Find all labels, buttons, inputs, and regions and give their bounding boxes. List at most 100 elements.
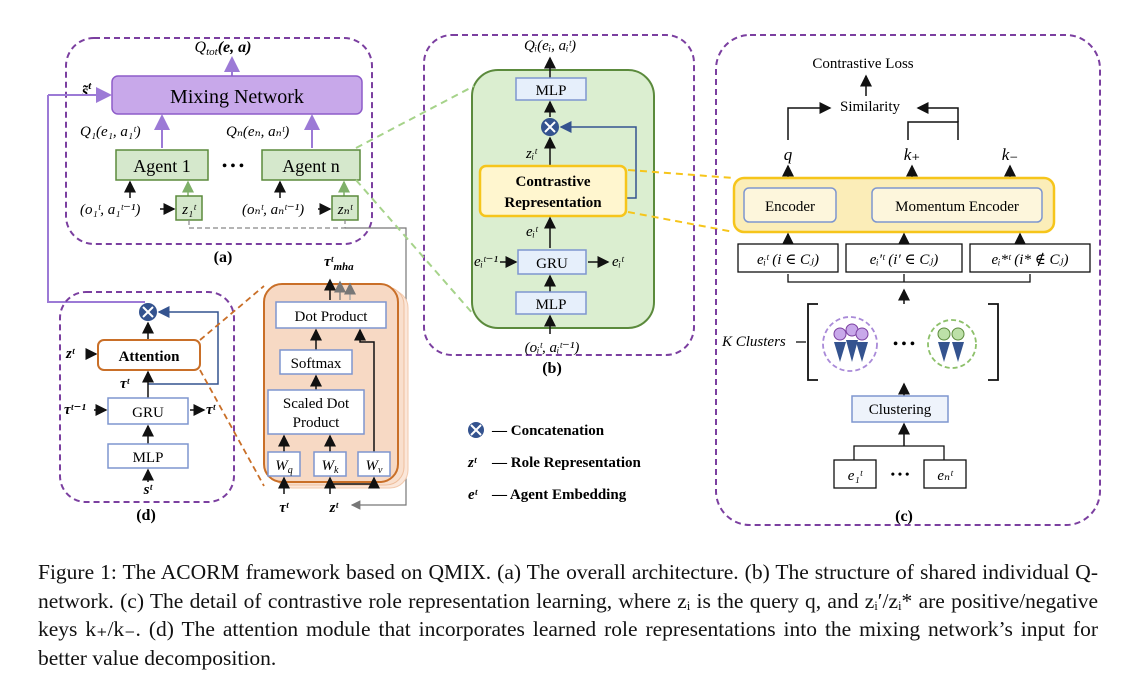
sample-box-2: [969, 243, 1091, 273]
cluster-purple: [822, 316, 878, 372]
clustering-box: [851, 395, 949, 423]
b-mlp-bottom: [515, 291, 587, 315]
wk-box: [313, 451, 347, 477]
agent-1-box: [115, 149, 209, 181]
clustering-label: Clustering: [869, 402, 932, 418]
panel-c: Contrastive Loss Similarity q k₊ k₋ Enco…: [715, 34, 1101, 526]
wq-box: [267, 451, 301, 477]
zn-box: [331, 195, 359, 221]
wk-label: Wk: [322, 458, 340, 476]
scaled-line-1: Scaled Dot: [283, 396, 350, 412]
b-mlp-bottom-label: MLP: [536, 297, 567, 313]
z-in-label: zᵗ: [329, 500, 340, 516]
contrastive-box: [478, 164, 628, 218]
en-label: eₙᵗ: [937, 468, 954, 484]
b-gru-label: GRU: [536, 256, 568, 272]
encoder-box: [743, 187, 837, 223]
mixing-network-box: [111, 75, 363, 115]
k-minus-label: k₋: [1002, 145, 1019, 164]
concat-icon: [541, 118, 559, 136]
d-st-label: sᵗ: [143, 482, 154, 498]
qn-label: Qₙ(eₙ, aₙᵗ): [226, 124, 289, 140]
attention-detail: τᵗmha Dot Product Softmax Scaled Dot Pro…: [263, 254, 409, 516]
d-zt-label: zᵗ: [65, 346, 76, 362]
d-tau-prev-label: τᵗ⁻¹: [64, 402, 86, 418]
softmax-label: Softmax: [291, 356, 342, 372]
b-eit-prev-label: eᵢᵗ⁻¹: [474, 254, 498, 270]
q-label: q: [784, 145, 793, 164]
contrastive-loss-label: Contrastive Loss: [812, 56, 913, 72]
state-label: s̃t: [81, 80, 92, 100]
qi-label: Qᵢ(eᵢ, aᵢᵗ): [524, 38, 576, 54]
panel-b-label: (b): [542, 360, 562, 377]
e-dots: • • •: [891, 467, 910, 481]
sample-box-0: [737, 243, 839, 273]
b-mlp-top-label: MLP: [536, 83, 567, 99]
k-clusters-label: K Clusters: [721, 334, 786, 350]
tau-mha-label: τᵗmha: [324, 254, 354, 273]
agent-ellipsis: • • •: [222, 159, 244, 174]
momentum-encoder-box: [871, 187, 1043, 223]
scaled-dot-box: [267, 389, 365, 435]
contrastive-line-2: Representation: [504, 195, 602, 211]
cluster-green: [927, 319, 977, 369]
k-plus-label: k₊: [904, 145, 921, 164]
attention-box: [97, 339, 201, 371]
legend-concat-icon: [468, 422, 484, 438]
d-gru-label: GRU: [132, 405, 164, 421]
q1-label: Q₁(e₁, a₁ᵗ): [80, 124, 141, 140]
legend: — Concatenation zᵗ — Role Representation…: [467, 422, 642, 503]
cluster-dots: • • •: [893, 337, 915, 352]
d-mlp-label: MLP: [133, 450, 164, 466]
en-box: [923, 459, 967, 489]
b-zit-label: zᵢᵗ: [525, 146, 538, 162]
similarity-label: Similarity: [840, 99, 901, 115]
sample-box-1: [845, 243, 963, 273]
b-eit-label: eᵢᵗ: [526, 224, 539, 240]
agent-1-label: Agent 1: [133, 156, 191, 176]
b-gru-box: [517, 249, 587, 275]
figure-caption: Figure 1: The ACORM framework based on Q…: [38, 558, 1098, 672]
sample-label-2: eᵢ*ᵗ (i* ∉ Cⱼ): [991, 252, 1068, 268]
panel-d-label: (d): [136, 507, 156, 524]
wq-label: Wq: [275, 458, 293, 476]
wv-box: [357, 451, 391, 477]
legend-item-0: — Concatenation: [491, 423, 605, 439]
panel-d: zᵗ Attention τᵗ τᵗ⁻¹ GRU τᵗ MLP sᵗ (d): [59, 291, 235, 524]
e1-box: [833, 459, 877, 489]
attention-label: Attention: [119, 349, 180, 365]
caption-text: Figure 1: The ACORM framework based on Q…: [38, 560, 1098, 670]
sample-label-1: eᵢ′ᵗ (i′ ∈ Cⱼ): [870, 252, 939, 268]
d-concat-icon: [139, 303, 157, 321]
d-gru-box: [107, 397, 189, 425]
legend-symbol-2: eᵗ: [468, 487, 479, 503]
scaled-line-2: Product: [293, 415, 340, 431]
acorm-figure: Qtot(e, a) Mixing Network s̃t Q₁(e₁, a₁ᵗ…: [47, 34, 1101, 526]
z1-label: z₁ᵗ: [181, 202, 197, 218]
agent-n-box: [261, 149, 361, 181]
legend-item-1: — Role Representation: [491, 455, 642, 471]
dot-product-label: Dot Product: [295, 309, 369, 325]
panel-a: Qtot(e, a) Mixing Network s̃t Q₁(e₁, a₁ᵗ…: [48, 37, 407, 510]
mixing-network-label: Mixing Network: [170, 86, 304, 108]
encoder-label: Encoder: [765, 199, 815, 215]
d-mlp-box: [107, 443, 189, 469]
d-tau-out-label: τᵗ: [206, 402, 217, 418]
momentum-encoder-label: Momentum Encoder: [895, 199, 1019, 215]
e1-label: e₁ᵗ: [848, 468, 864, 484]
d-tau-label: τᵗ: [120, 376, 131, 392]
wv-label: Wv: [366, 458, 384, 476]
b-mlp-top: [515, 77, 587, 101]
contrastive-line-1: Contrastive: [516, 174, 591, 190]
legend-symbol-1: zᵗ: [467, 455, 478, 471]
b-input-label: (oᵢᵗ, aᵢᵗ⁻¹): [525, 340, 580, 356]
tau-in-label: τᵗ: [279, 500, 290, 516]
panel-b: Qᵢ(eᵢ, aᵢᵗ) MLP zᵢᵗ Contrastive Represen…: [423, 34, 695, 377]
zn-label: zₙᵗ: [337, 202, 354, 218]
agent-n-label: Agent n: [282, 156, 340, 176]
obs-1-label: (o₁ᵗ, a₁ᵗ⁻¹): [80, 202, 140, 218]
softmax-box: [279, 349, 353, 375]
legend-item-2: — Agent Embedding: [491, 487, 627, 503]
panel-c-label: (c): [895, 508, 913, 525]
obs-n-label: (oₙᵗ, aₙᵗ⁻¹): [242, 202, 304, 218]
